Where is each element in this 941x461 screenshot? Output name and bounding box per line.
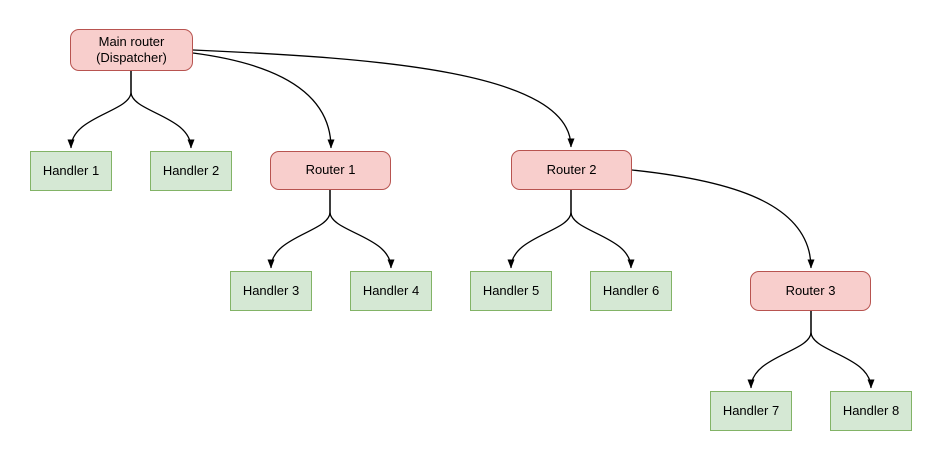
- node-handler-5: Handler 5: [470, 271, 552, 311]
- node-handler-6: Handler 6: [590, 271, 672, 311]
- node-router-2-label: Router 2: [546, 161, 597, 177]
- node-handler-3-label: Handler 3: [242, 282, 300, 298]
- edge-router1-handler3: [267, 190, 331, 269]
- node-router-1: Router 1: [270, 151, 391, 190]
- node-handler-7: Handler 7: [710, 391, 792, 431]
- edge-router3-handler8: [810, 311, 875, 389]
- node-router-3: Router 3: [750, 271, 871, 311]
- edge-main-handler2: [130, 71, 195, 149]
- edge-main-router2: [192, 49, 575, 148]
- node-handler-1-label: Handler 1: [42, 162, 100, 178]
- edge-router2-handler6: [570, 190, 635, 269]
- node-handler-2: Handler 2: [150, 151, 232, 191]
- node-handler-5-label: Handler 5: [482, 282, 540, 298]
- edge-router3-handler7: [747, 311, 812, 389]
- node-router-1-label: Router 1: [305, 162, 356, 178]
- edge-main-handler1: [67, 71, 132, 149]
- node-handler-1: Handler 1: [30, 151, 112, 191]
- edge-router2-handler5: [507, 190, 572, 269]
- node-handler-6-label: Handler 6: [602, 282, 660, 298]
- node-handler-4-label: Handler 4: [362, 282, 420, 298]
- node-main-router: Main router (Dispatcher): [70, 29, 193, 71]
- edge-main-router1: [192, 52, 335, 149]
- node-router-2: Router 2: [511, 150, 632, 190]
- edge-router2-router3: [631, 169, 815, 269]
- node-handler-4: Handler 4: [350, 271, 432, 311]
- node-handler-8-label: Handler 8: [842, 402, 900, 418]
- node-handler-3: Handler 3: [230, 271, 312, 311]
- node-handler-8: Handler 8: [830, 391, 912, 431]
- node-handler-7-label: Handler 7: [722, 402, 780, 418]
- node-main-router-label: Main router (Dispatcher): [96, 33, 167, 65]
- node-handler-2-label: Handler 2: [162, 162, 220, 178]
- edge-router1-handler4: [329, 190, 395, 269]
- node-router-3-label: Router 3: [785, 282, 836, 298]
